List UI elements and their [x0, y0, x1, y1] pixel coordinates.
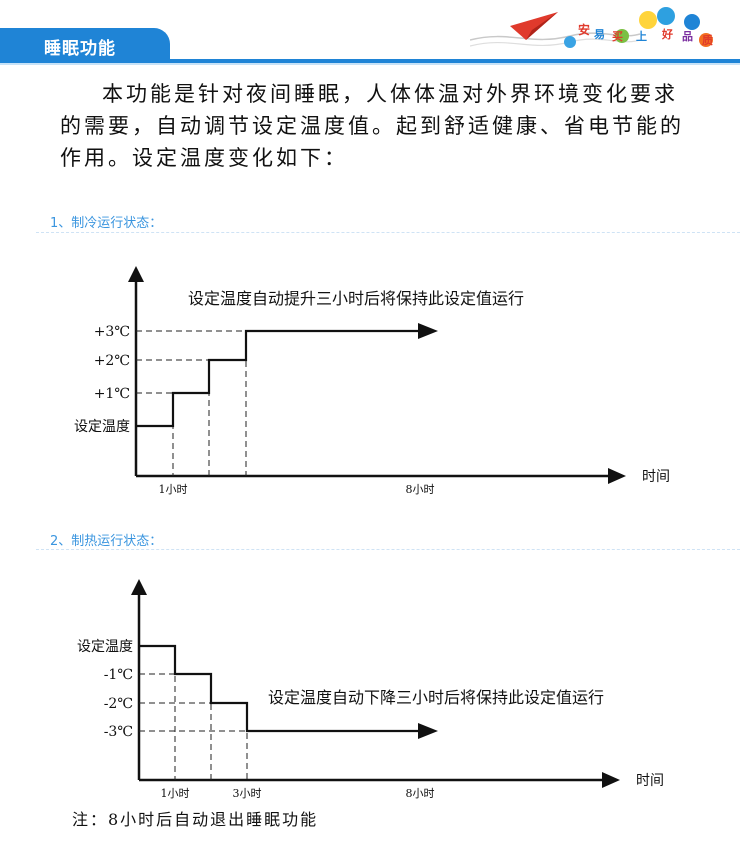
- section-tab: [0, 28, 170, 60]
- x-axis-title: 时间: [642, 469, 670, 485]
- y-tick-label: -1℃: [104, 667, 133, 683]
- brand-char: 安: [578, 22, 590, 37]
- intro-paragraph: 本功能是针对夜间睡眠，人体体温对外界环境变化要求的需要，自动调节设定温度值。起到…: [60, 78, 700, 174]
- bubble-icon: [684, 14, 700, 30]
- bubble-icon: [699, 33, 713, 47]
- y-tick-label: -2℃: [104, 696, 133, 712]
- brand-char: 买: [612, 30, 623, 43]
- x-tick-label: 8小时: [406, 483, 435, 496]
- y-tick-label: 设定温度: [74, 419, 130, 435]
- x-tick-label: 8小时: [406, 787, 435, 800]
- y-tick-label: +2℃: [94, 353, 130, 369]
- section-title-heating: 2、制热运行状态：: [50, 534, 163, 549]
- bubble-icon: [564, 36, 576, 48]
- chart-annotation: 设定温度自动提升三小时后将保持此设定值运行: [188, 289, 524, 308]
- x-tick-label: 3小时: [233, 787, 262, 800]
- brand-char: 易: [594, 28, 605, 41]
- intro-text: 本功能是针对夜间睡眠，人体体温对外界环境变化要求的需要，自动调节设定温度值。起到…: [60, 82, 684, 170]
- bubble-icon: [639, 11, 657, 29]
- header-divider-shadow: [0, 63, 740, 65]
- brand-char: 质: [702, 33, 713, 47]
- y-axis-arrow-icon: [131, 579, 147, 595]
- brand-char: 上: [636, 29, 647, 43]
- y-axis-arrow-icon: [128, 266, 144, 282]
- brand-char: 品: [682, 30, 693, 43]
- page-title: 睡眠功能: [44, 39, 116, 59]
- x-tick-label: 1小时: [161, 787, 190, 800]
- x-axis-arrow-icon: [608, 468, 626, 484]
- heating-chart: 时间 设定温度 -1℃ -2℃ -3℃ 1小时 3小时 8小时 设定温度自动下降三小时后将保持此…: [77, 579, 664, 800]
- step-arrow-icon: [418, 323, 438, 339]
- section-divider: [36, 232, 740, 233]
- paper-plane-icon: [510, 12, 558, 40]
- temperature-step-line: [136, 329, 420, 428]
- x-tick-label: 1小时: [159, 483, 188, 496]
- chart-annotation: 设定温度自动下降三小时后将保持此设定值运行: [268, 688, 604, 707]
- cooling-chart: 时间 设定温度 +1℃ +2℃ +3℃ 1小时 8小时 设定温度自动提升三小时后将保持此设定值…: [74, 266, 670, 496]
- brand-char: 好: [661, 27, 673, 41]
- y-tick-label: -3℃: [104, 724, 133, 740]
- y-tick-label: +1℃: [94, 386, 130, 402]
- page-header: 睡眠功能 安 易 买 上 好 品 质: [0, 0, 740, 65]
- x-axis-title: 时间: [636, 773, 664, 789]
- bubble-icon: [615, 29, 629, 43]
- x-axis-arrow-icon: [602, 772, 620, 788]
- section-title-cooling: 1、制冷运行状态：: [50, 216, 163, 231]
- header-divider: [0, 59, 740, 63]
- footnote: 注：8小时后自动退出睡眠功能: [72, 810, 319, 829]
- y-tick-label: +3℃: [94, 324, 130, 340]
- section-divider: [36, 549, 740, 550]
- brand-decoration: 安 易 买 上 好 品 质: [470, 7, 713, 48]
- y-tick-label: 设定温度: [77, 639, 133, 655]
- temperature-step-line: [139, 644, 420, 733]
- bubble-icon: [657, 7, 675, 25]
- step-arrow-icon: [418, 723, 438, 739]
